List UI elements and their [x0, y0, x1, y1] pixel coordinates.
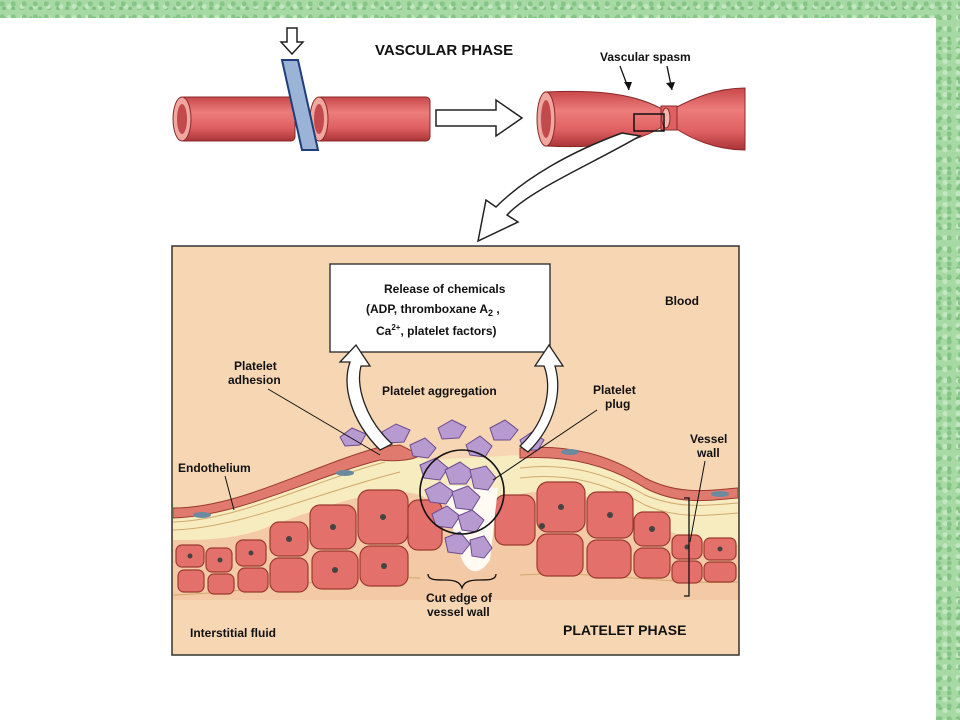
- chemical-release-box: [329, 263, 551, 353]
- interstitial-fluid-label: Interstitial fluid: [190, 626, 276, 640]
- release-line-3-superscript: 2+: [391, 323, 400, 332]
- release-line-3-a: Ca: [376, 324, 392, 338]
- svg-text:Ca2+, platelet factors): Ca2+, platelet factors): [376, 323, 497, 338]
- release-line-2: (ADP, thromboxane A: [366, 302, 488, 316]
- blade-icon: [280, 59, 320, 151]
- frame-border-right: [936, 0, 960, 720]
- right-arrow-icon: [435, 98, 524, 138]
- platelet-plug-circle: [419, 449, 505, 535]
- svg-text:(ADP, thromboxane A2 ,: (ADP, thromboxane A2 ,: [366, 302, 500, 318]
- vascular-phase-title: VASCULAR PHASE: [375, 42, 513, 59]
- vessel-wall-bracket: [684, 497, 690, 597]
- cut-vessel-left: [172, 96, 296, 142]
- platelet-plug-label-2: plug: [605, 397, 630, 411]
- release-line-3-b: , platelet factors): [400, 324, 496, 338]
- spasm-vessel: [536, 87, 746, 151]
- vascular-spasm-label: Vascular spasm: [600, 50, 691, 64]
- curved-arrow-right-icon: [518, 343, 565, 453]
- curved-arrow-left-icon: [338, 343, 394, 451]
- vessel-wall-label-1: Vessel: [690, 432, 727, 446]
- cut-edge-label-1: Cut edge of: [426, 591, 493, 605]
- down-arrow-icon: [279, 27, 305, 56]
- release-line-2-end: ,: [493, 302, 500, 316]
- zoom-arrow-icon: [476, 132, 643, 243]
- vascular-phase-section: VASCULAR PHASE Vascular spasm: [172, 27, 746, 243]
- cut-edge-bracket: [427, 573, 497, 591]
- platelet-plug-label-1: Platelet: [593, 383, 636, 397]
- platelet-phase-title: PLATELET PHASE: [563, 622, 686, 638]
- blood-label: Blood: [665, 294, 699, 308]
- platelet-aggregation-label: Platelet aggregation: [382, 384, 497, 398]
- platelet-phase-panel: Release of chemicals (ADP, thromboxane A…: [171, 245, 740, 656]
- endothelium-label: Endothelium: [178, 461, 251, 475]
- platelet-adhesion-label-1: Platelet: [234, 359, 277, 373]
- frame-border-top: [0, 0, 960, 18]
- cut-edge-label-2: vessel wall: [427, 605, 490, 619]
- cut-vessel-right: [309, 96, 431, 142]
- release-line-1: Release of chemicals: [384, 282, 506, 296]
- platelet-adhesion-label-2: adhesion: [228, 373, 281, 387]
- release-line-2-subscript: 2: [488, 308, 493, 318]
- vessel-wall-label-2: wall: [696, 446, 720, 460]
